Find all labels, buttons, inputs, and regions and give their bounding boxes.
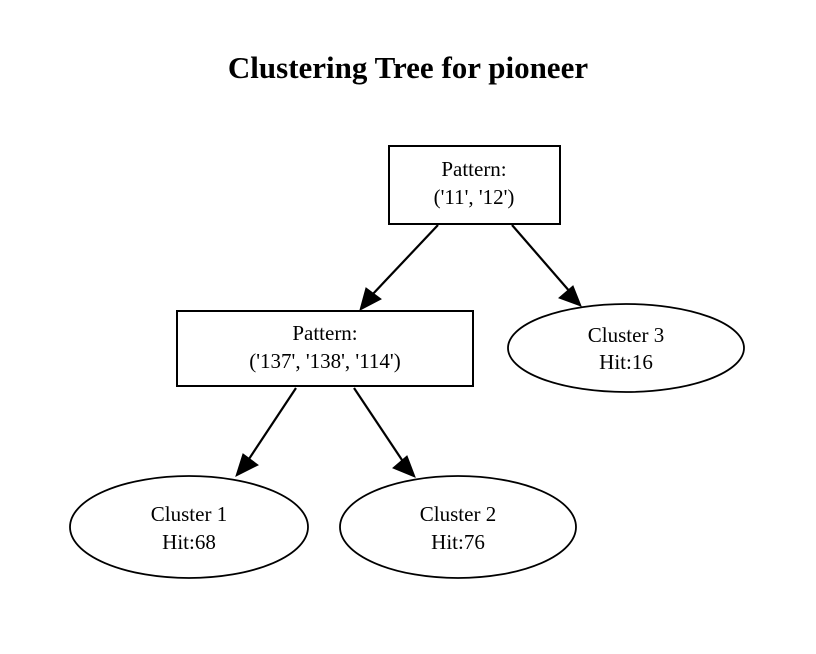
node-cluster-2-line1: Cluster 2 [420,502,496,526]
arrowhead-root-pattern2 [359,287,382,311]
node-cluster-3-line2: Hit:16 [599,350,653,374]
edge-root-to-pattern2 [359,224,439,311]
node-pattern2-line2: ('137', '138', '114') [249,349,400,373]
node-cluster-1-ellipse[interactable] [69,475,309,579]
node-cluster-2-ellipse[interactable] [339,475,577,579]
node-root-pattern-line2: ('11', '12') [434,185,515,209]
edge-pattern2-to-cluster2 [353,387,416,478]
node-cluster-3[interactable]: Cluster 3 Hit:16 [507,303,745,393]
arrowhead-pattern2-cluster1 [235,453,259,477]
node-pattern2[interactable]: Pattern: ('137', '138', '114') [176,310,474,387]
node-cluster-2[interactable]: Cluster 2 Hit:76 [339,475,577,579]
arrowhead-root-cluster3 [558,285,582,307]
page-title: Clustering Tree for pioneer [228,50,588,85]
edge-line-root-cluster3 [511,224,572,294]
edge-root-to-cluster3 [511,224,582,307]
edge-line-pattern2-cluster1 [246,387,297,463]
edge-pattern2-to-cluster1 [235,387,297,477]
node-cluster-2-line2: Hit:76 [431,530,485,554]
node-cluster-1-line1: Cluster 1 [151,502,227,526]
node-root-pattern-line1: Pattern: [441,157,506,181]
arrowhead-pattern2-cluster2 [392,455,416,478]
node-cluster-3-line1: Cluster 3 [588,323,664,347]
node-pattern2-line1: Pattern: [292,321,357,345]
node-root-pattern-box[interactable] [388,145,561,225]
node-cluster-1-line2: Hit:68 [162,530,216,554]
node-cluster-1[interactable]: Cluster 1 Hit:68 [69,475,309,579]
node-root-pattern[interactable]: Pattern: ('11', '12') [388,145,561,225]
edge-line-pattern2-cluster2 [353,387,405,464]
node-pattern2-box[interactable] [176,310,474,387]
edge-line-root-pattern2 [370,224,439,297]
node-cluster-3-ellipse[interactable] [507,303,745,393]
